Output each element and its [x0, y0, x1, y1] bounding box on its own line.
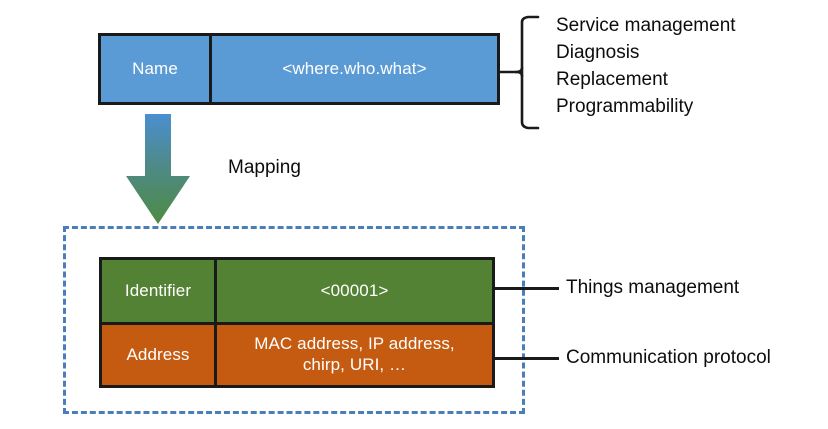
things-management-leader-line — [493, 287, 559, 290]
communication-protocol-leader-line — [493, 357, 559, 360]
identifier-row: Identifier <00001> — [102, 260, 492, 325]
address-value-line-1: MAC address, IP address, — [254, 334, 455, 354]
address-row: Address MAC address, IP address, chirp, … — [102, 325, 492, 385]
things-management-label: Things management — [566, 277, 740, 298]
address-value-cell: MAC address, IP address, chirp, URI, … — [217, 325, 492, 385]
communication-protocol-label: Communication protocol — [566, 347, 771, 368]
address-label-cell: Address — [102, 325, 217, 385]
down-arrow-icon — [126, 114, 190, 224]
identifier-label-cell: Identifier — [102, 260, 217, 322]
service-item-2: Replacement — [556, 69, 668, 91]
identifier-value-cell: <00001> — [217, 260, 492, 322]
service-item-3: Programmability — [556, 96, 694, 118]
name-record-box: Name <where.who.what> — [98, 33, 500, 105]
mapping-label: Mapping — [228, 157, 301, 178]
things-region-border — [63, 226, 525, 414]
name-record-label-cell: Name — [101, 36, 212, 102]
service-item-1: Diagnosis — [556, 42, 640, 64]
address-value-line-2: chirp, URI, … — [302, 355, 407, 374]
curly-brace-icon — [498, 15, 540, 130]
service-item-0: Service management — [556, 15, 736, 36]
thing-record-box: Identifier <00001> Address MAC address, … — [99, 257, 495, 388]
name-record-value-cell: <where.who.what> — [212, 36, 497, 102]
service-annotation-list: Service management Diagnosis Replacement… — [556, 12, 736, 121]
